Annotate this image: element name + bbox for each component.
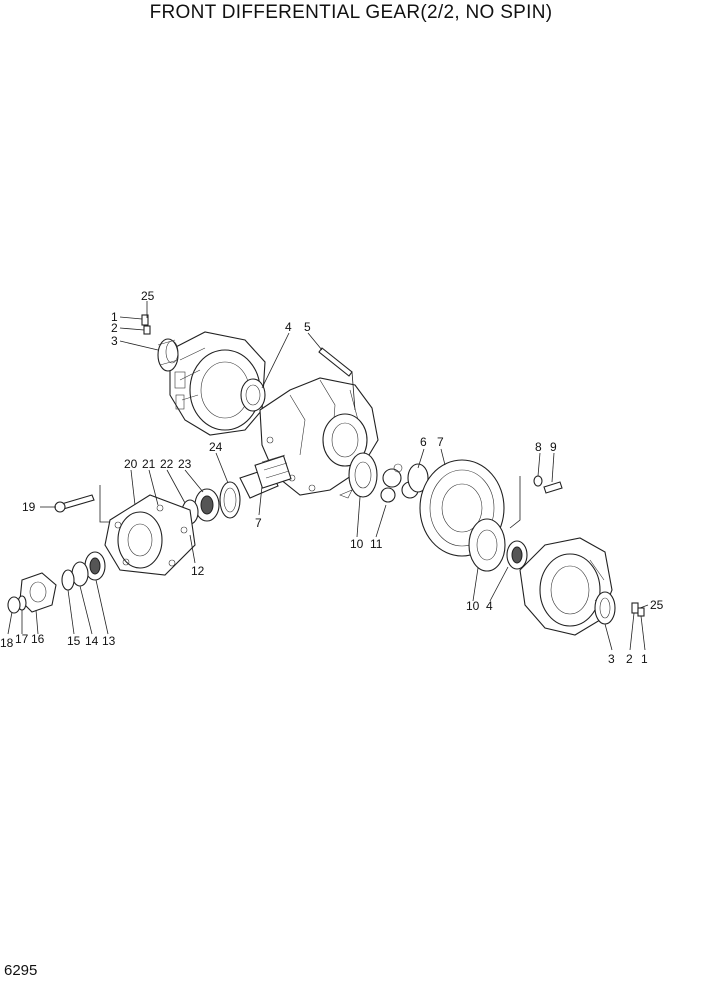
callout-2-top: 2 (111, 321, 118, 335)
callout-20: 20 (124, 457, 138, 471)
callout-21: 21 (142, 457, 156, 471)
callout-24: 24 (209, 440, 223, 454)
side-gear-6 (407, 463, 429, 493)
cage-bolt-19 (54, 494, 95, 513)
callout-23: 23 (178, 457, 192, 471)
right-carrier-housing (519, 537, 613, 636)
callout-12: 12 (191, 564, 205, 578)
leader-lines (7, 301, 649, 651)
callout-labels: 25 1 2 3 4 5 6 7 8 9 20 21 22 23 24 19 7… (0, 289, 664, 666)
callout-1-top: 1 (111, 310, 118, 324)
dust-cover-15 (61, 569, 75, 591)
left-carrier-housing (169, 331, 266, 436)
callout-22: 22 (160, 457, 174, 471)
callout-5: 5 (304, 320, 311, 334)
left-bearing-cup-4 (240, 378, 266, 412)
callout-19: 19 (22, 500, 36, 514)
page-number: 6295 (4, 962, 38, 979)
callout-7-shaft: 7 (255, 516, 262, 530)
callout-10-right: 10 (466, 599, 480, 613)
callout-4-top: 4 (285, 320, 292, 334)
left-bearing-3 (157, 338, 179, 372)
shim-ring-24 (219, 481, 241, 519)
diff-case-10 (348, 452, 378, 498)
pinion-shaft-7 (239, 454, 292, 499)
pinion-cage-20 (104, 494, 196, 576)
page-title: FRONT DIFFERENTIAL GEAR(2/2, NO SPIN) (149, 2, 553, 23)
callout-7-ring: 7 (437, 435, 444, 449)
callout-18: 18 (0, 636, 14, 650)
callout-16: 16 (31, 632, 45, 646)
callout-10-left: 10 (350, 537, 364, 551)
pinion-bearing-23 (194, 488, 220, 522)
callout-17: 17 (15, 632, 29, 646)
left-lock-plate (141, 314, 151, 335)
spider-pinions-11 (380, 463, 419, 503)
callout-1-right: 1 (641, 652, 648, 666)
diff-case-right-10 (468, 518, 506, 572)
washer-8 (533, 475, 543, 487)
oil-seal-14 (71, 561, 89, 587)
right-bearing-3 (594, 591, 616, 625)
housing-bolt-5 (318, 347, 353, 377)
callout-4-right: 4 (486, 599, 493, 613)
callout-3-top: 3 (111, 334, 118, 348)
callout-8: 8 (535, 440, 542, 454)
callout-15: 15 (67, 634, 81, 648)
callout-25-top: 25 (141, 289, 155, 303)
callout-6: 6 (420, 435, 427, 449)
callout-2-right: 2 (626, 652, 633, 666)
callout-25-right: 25 (650, 598, 664, 612)
right-bearing-cup-4 (506, 540, 528, 570)
callout-3-right: 3 (608, 652, 615, 666)
callout-9: 9 (550, 440, 557, 454)
callout-14: 14 (85, 634, 99, 648)
nut-18 (7, 596, 21, 614)
callout-13: 13 (102, 634, 116, 648)
bolt-9 (543, 481, 563, 494)
callout-11: 11 (370, 537, 383, 551)
main-carrier-housing (259, 377, 379, 499)
